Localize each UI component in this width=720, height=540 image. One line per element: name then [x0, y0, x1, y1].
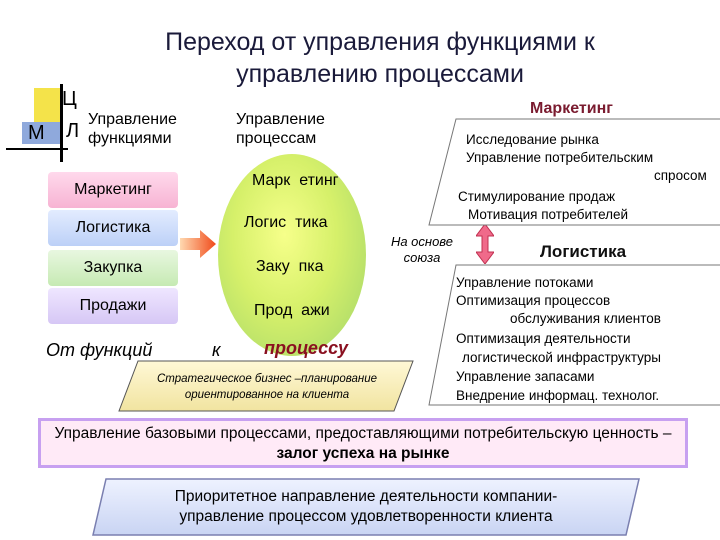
- logo-letter-m: М: [28, 122, 45, 144]
- logo-vertical-line: [60, 84, 63, 162]
- base-processes-main: Управление базовыми процессами, предоста…: [54, 425, 672, 442]
- function-bar-purchasing: Закупка: [48, 250, 178, 286]
- marketing-item-3: спросом: [654, 168, 707, 183]
- process-label-marketing: Марк етинг: [252, 172, 339, 189]
- strategy-parallelogram: [118, 360, 414, 412]
- logistics-item-5: логистической инфраструктуры: [462, 350, 661, 365]
- flow-to: к: [212, 340, 221, 360]
- functions-header: Управление функциями: [88, 110, 188, 148]
- logo-letter-ts: Ц: [62, 88, 77, 110]
- processes-header: Управление процессам: [236, 110, 346, 148]
- base-processes-bold: залог успеха на рынке: [276, 445, 450, 462]
- logistics-heading: Логистика: [540, 242, 627, 261]
- process-oval: [218, 154, 366, 356]
- page-title: Переход от управления функциями к управл…: [165, 28, 595, 88]
- marketing-heading: Маркетинг: [530, 100, 613, 117]
- priority-bold: управление процессом удовлетворенности к…: [179, 508, 553, 525]
- logistics-box: [428, 264, 720, 406]
- flow-target: процессу: [264, 338, 348, 358]
- priority-main: Приоритетное направление деятельности ко…: [174, 488, 558, 505]
- double-arrow-icon: [476, 224, 494, 264]
- marketing-item-2: Управление потребительским: [466, 150, 654, 165]
- logistics-item-4: Оптимизация деятельности: [456, 331, 631, 346]
- base-processes-text: Управление базовыми процессами, предоста…: [40, 424, 686, 464]
- logistics-item-3: обслуживания клиентов: [510, 311, 661, 326]
- process-label-logistics: Логис тика: [244, 214, 328, 231]
- flow-from: От функций: [46, 340, 153, 360]
- logo-letter-l: Л: [66, 120, 80, 142]
- right-arrow-icon: [180, 230, 216, 258]
- marketing-item-1: Исследование рынка: [466, 132, 599, 147]
- marketing-box: [428, 118, 720, 226]
- logistics-item-6: Управление запасами: [456, 369, 595, 384]
- union-text: На основе союза: [390, 234, 454, 265]
- logistics-item-1: Управление потоками: [456, 275, 594, 290]
- logo-blue-square: [22, 122, 62, 144]
- function-bar-marketing: Маркетинг: [48, 172, 178, 208]
- base-processes-box: [38, 418, 688, 468]
- logo-yellow-square: [34, 88, 60, 128]
- process-label-purchasing: Заку пка: [256, 258, 324, 275]
- function-bar-logistics: Логистика: [48, 210, 178, 246]
- functions-header-text: Управление функциями: [88, 111, 177, 147]
- strategy-text: Стратегическое бизнес –планирование орие…: [156, 373, 378, 401]
- logo-horizontal-line: [6, 148, 68, 150]
- priority-box: [92, 478, 640, 536]
- marketing-item-5: Мотивация потребителей: [468, 207, 629, 222]
- processes-header-text: Управление процессам: [236, 111, 325, 147]
- priority-text: Приоритетное направление деятельности ко…: [108, 487, 624, 527]
- process-label-sales: Прод ажи: [254, 302, 330, 319]
- marketing-item-4: Стимулирование продаж: [458, 189, 616, 204]
- logistics-item-2: Оптимизация процессов: [456, 293, 611, 308]
- function-bar-sales: Продажи: [48, 288, 178, 324]
- logistics-item-7: Внедрение информац. технолог.: [456, 388, 660, 403]
